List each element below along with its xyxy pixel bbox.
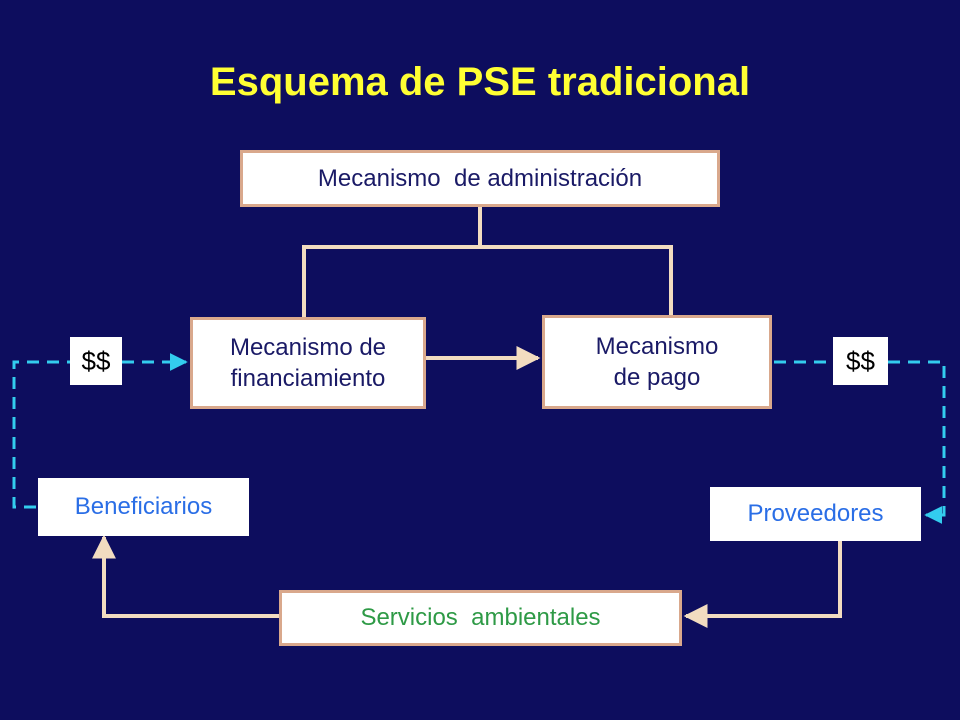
money-label-right: $$ [833,337,888,385]
arrow-proveedores-to-servicios [683,541,842,628]
node-servicios-ambientales-label: Servicios ambientales [360,604,601,632]
dashed-flow-money-to-proveedores [888,360,946,524]
node-proveedores: Proveedores [710,487,921,541]
money-label-left: $$ [70,337,122,385]
node-servicios-ambientales: Servicios ambientales [279,590,682,646]
node-mecanismo-financiamiento: Mecanismo de financiamiento [190,317,426,409]
node-proveedores-label: Proveedores [747,500,884,528]
node-mecanismo-administracion-label: Mecanismo de administración [317,164,643,192]
node-mecanismo-pago: Mecanismo de pago [542,315,772,409]
money-label-right-text: $$ [846,345,875,376]
money-label-left-text: $$ [81,345,111,376]
node-beneficiarios-label: Beneficiarios [74,493,213,521]
node-beneficiarios: Beneficiarios [38,478,249,536]
arrow-servicios-to-beneficiarios [92,534,279,618]
dashed-flow-beneficiarios-to-financiamiento [12,360,70,509]
slide-title: Esquema de PSE tradicional [209,60,751,104]
node-mecanismo-financiamiento-label: Mecanismo de financiamiento [229,333,387,392]
node-mecanismo-administracion: Mecanismo de administración [240,150,720,207]
node-mecanismo-pago-label: Mecanismo de pago [595,332,719,391]
